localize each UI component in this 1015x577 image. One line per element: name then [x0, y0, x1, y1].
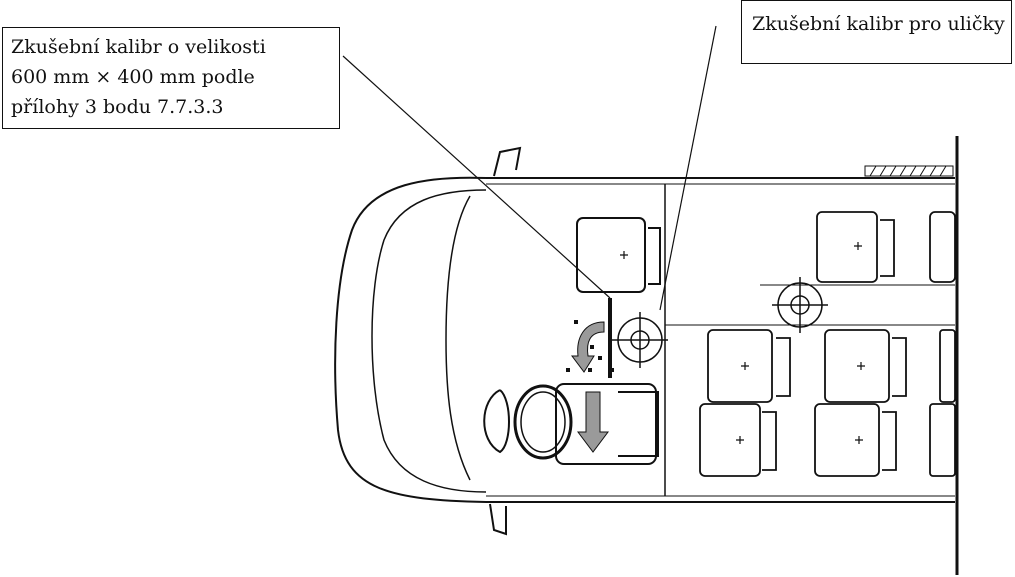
callout-left-line-1: Zkušební kalibr o velikosti [11, 36, 266, 58]
down-arrow-gray [577, 391, 609, 453]
steering-wheel [513, 384, 573, 460]
leader-line-left [342, 55, 611, 299]
driver-head [483, 389, 510, 454]
windshield-outline [371, 189, 487, 493]
passenger-seats [699, 211, 956, 477]
test-gauge-board [608, 298, 612, 378]
leader-line-right [659, 25, 717, 311]
mirror-top [493, 146, 522, 177]
callout-aisle-gauge: Zkušební kalibr pro uličky [741, 0, 1012, 64]
roof-hatch [864, 165, 954, 177]
aisle-gauge-1 [612, 312, 668, 368]
callout-right-line-1: Zkušební kalibr pro uličky [752, 13, 1005, 35]
callout-left-line-2: 600 mm × 400 mm podle [11, 66, 255, 88]
front-seat-passenger [576, 217, 646, 293]
mirror-bottom [489, 503, 507, 536]
callout-aisle-test-gauge-600x400: Zkušební kalibr o velikosti 600 mm × 400… [2, 27, 340, 129]
aisle-gauge-2 [772, 277, 828, 333]
rotation-arrow-gray [571, 321, 605, 373]
vehicle-front-outline [334, 176, 487, 503]
driver-seat [555, 383, 657, 465]
seat-markers [620, 242, 865, 444]
trajectory-dots [566, 320, 614, 372]
callout-left-line-3: přílohy 3 bodu 7.7.3.3 [11, 96, 224, 118]
